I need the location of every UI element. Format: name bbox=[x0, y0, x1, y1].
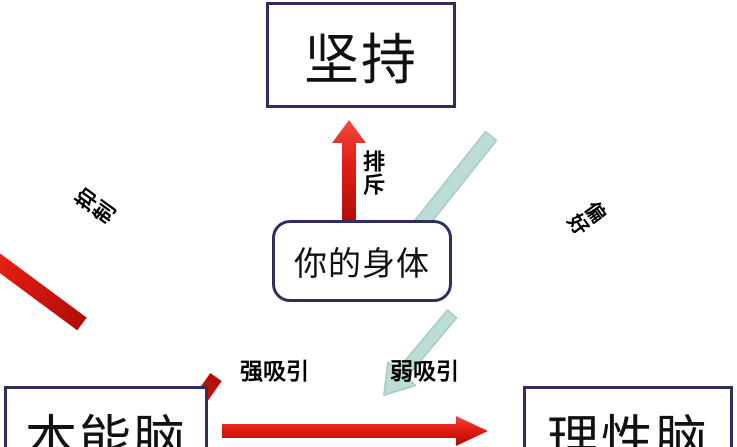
arrow-weak-attract bbox=[383, 309, 458, 397]
node-rational-brain-label: 理性脑 bbox=[546, 410, 709, 447]
edge-label-strong-attract: 强吸引 bbox=[240, 359, 309, 385]
node-instinct-brain[interactable]: 本能脑 bbox=[4, 386, 208, 447]
node-instinct-brain-label: 本能脑 bbox=[24, 410, 187, 447]
node-body[interactable]: 你的身体 bbox=[272, 220, 452, 302]
node-body-label: 你的身体 bbox=[294, 244, 430, 283]
node-persist[interactable]: 坚持 bbox=[266, 2, 456, 108]
edge-label-weak-attract: 弱吸引 bbox=[390, 359, 459, 385]
arrow-suppress bbox=[0, 225, 87, 331]
node-persist-label: 坚持 bbox=[303, 28, 418, 92]
arrow-instinct-to-rational bbox=[222, 416, 488, 446]
arrow-reject bbox=[332, 120, 366, 225]
edge-label-reject: 排斥 bbox=[359, 150, 384, 196]
node-rational-brain[interactable]: 理性脑 bbox=[523, 386, 733, 447]
